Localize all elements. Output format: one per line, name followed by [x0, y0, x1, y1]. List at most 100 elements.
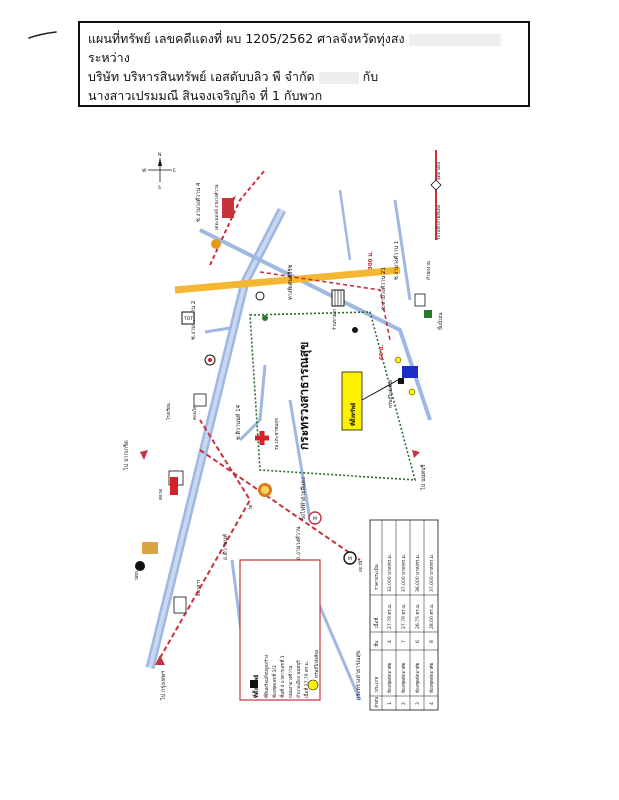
label-tot: TOT	[183, 316, 193, 322]
label-distance-2: 60 ม.	[378, 345, 385, 360]
table-cell: 7	[401, 640, 407, 643]
legend-box: ที่ตั้งทรัพย์ ที่ดินพร้อมสิ่งปลูกสร้าง ห…	[239, 559, 321, 701]
header-box: แผนที่ทรัพย์ เลขคดีแดงที่ ผบ 1205/2562 ศ…	[78, 21, 530, 107]
case-title: แผนที่ทรัพย์ เลขคดีแดงที่ ผบ 1205/2562 ศ…	[88, 31, 405, 46]
compass-n: N	[158, 152, 161, 158]
legend-line-d: อำเภอเมือง นนทบุรี	[295, 660, 302, 698]
label-to-bangkok: ไป กรุงเทพฯ	[160, 671, 167, 701]
label-to-pakkret: ไป ปากเกร็ด	[122, 440, 130, 471]
subject-highlight-label: ที่ตั้งทรัพย์	[348, 403, 357, 427]
tot-icon: TOT	[181, 311, 195, 325]
redaction	[318, 71, 359, 84]
legend-subject-swatch	[250, 680, 258, 688]
hospital-icon	[255, 431, 269, 445]
road-soi-4	[204, 326, 231, 334]
train-icon: M	[343, 551, 357, 565]
compass-e: E	[173, 168, 176, 174]
svg-text:M: M	[313, 516, 317, 522]
compass-w: W	[142, 168, 147, 174]
conjunction: กับ	[362, 69, 379, 84]
label-bank: ธนาคาร	[196, 579, 202, 596]
label-gas: ปั๊มน้ำมัน	[437, 313, 444, 330]
red-legend: รถไฟฟ้าสายสีแดง จุดอ้างอิง	[430, 150, 442, 240]
expressway	[174, 266, 401, 294]
table-cell: 26.75 ตร.ม.	[415, 604, 421, 629]
reference-point-icon	[430, 179, 442, 191]
label-ptt: ปตท.	[134, 570, 140, 580]
label-soi-1: ซ.งามวงศ์วาน 1	[393, 241, 400, 280]
tesco-icon	[170, 477, 178, 495]
table-cell: 27.79 ตร.ม.	[401, 604, 407, 629]
legend-subject: ที่ดินพร้อมสิ่งปลูกสร้าง	[263, 655, 270, 698]
table-cell: 32,000 บาท/ตร.ม.	[387, 554, 393, 592]
road-right	[338, 189, 352, 261]
road-soi-14	[238, 364, 267, 442]
ptt-icon: ปตท.	[134, 561, 145, 580]
temple-icon	[258, 483, 272, 497]
label-market: ตลาด	[159, 489, 164, 500]
table-cell: ห้องชุดพักอาศัย	[401, 662, 407, 693]
table-cell: 28.00 ตร.ม.	[429, 604, 435, 629]
table-cell: 4	[429, 702, 435, 705]
table-cell: 37,000 บาท/ตร.ม.	[429, 554, 435, 592]
compass-icon: N S E W	[142, 152, 176, 191]
subject-highlight: ที่ตั้งทรัพย์	[341, 371, 399, 431]
header-line-3: บริษัท บริหารสินทรัพย์ เอสดับบลิว พี จำก…	[88, 67, 378, 87]
school-icon	[414, 293, 426, 307]
red-legend-point: จุดอ้างอิง	[436, 162, 442, 180]
train-icon-2: M	[308, 511, 322, 525]
label-distance-1: 300 ม.	[367, 251, 374, 270]
road-soi-1	[393, 199, 412, 301]
ministry-title: กระทรวงสาธารณสุข	[297, 342, 312, 450]
arrow-icon	[140, 450, 148, 460]
table-cell: ห้องชุดพักอาศัย	[429, 662, 435, 693]
label-target-soi: ซ.งามวงศ์วาน 21	[380, 267, 387, 310]
label-mall: เดอะมอลล์ งามวงศ์วาน	[213, 184, 220, 230]
legend-nearby: ทรัพย์ใกล้เคียง	[313, 650, 320, 678]
bank-icon	[204, 354, 216, 366]
table-cell: 36,000 บาท/ตร.ม.	[415, 554, 421, 592]
road-lower-2	[288, 399, 312, 521]
legend-line-c: ถนนงามวงศ์วาน	[287, 666, 294, 698]
office-icon	[173, 596, 187, 614]
table-cell: ห้องชุดพักอาศัย	[387, 662, 393, 693]
table-cell: 27.79 ตร.ม.	[387, 604, 393, 629]
pin-icon	[255, 291, 265, 301]
legend-nearby-swatch	[307, 679, 319, 691]
subject-building	[394, 356, 418, 396]
shop-icon	[262, 315, 268, 321]
redaction	[408, 33, 501, 46]
table-cell: 2	[401, 702, 407, 705]
table-cell: 4	[387, 640, 393, 643]
red-route-4	[259, 271, 391, 341]
label-tiwanon: ถ.ติวานนท์	[222, 534, 229, 560]
legend-line-e: เนื้อที่ 27.79 ตร.ม.	[303, 661, 310, 698]
label-pharmacy: ร้านขายยา	[332, 308, 338, 330]
table-cell: 37,000 บาท/ตร.ม.	[401, 554, 407, 592]
table-cell: 1	[387, 702, 393, 705]
landmarks: รพ.ประชาชนสุข เดอะมอลล์ งามวงศ์วาน TOT ป…	[134, 184, 432, 614]
label-office: สำนักงาน	[425, 261, 432, 280]
comparables-table: ลำดับ ประเภท ชั้น เนื้อที่ ราคาประเมิน 1…	[369, 519, 439, 711]
table-header-4: ราคาประเมิน	[374, 564, 380, 590]
table-header-0: ลำดับ	[373, 697, 380, 708]
gas-icon	[424, 310, 432, 318]
label-soi-14: ซ.ติวานนท์ 14	[235, 404, 242, 440]
palace-icon	[142, 542, 158, 554]
label-subject: กระทรวงสาธารณสุข	[355, 650, 362, 700]
table-cell: ห้องชุดพักอาศัย	[415, 662, 421, 693]
label-ngamwongwan: ถ.งามวงศ์วาน	[295, 526, 302, 560]
header-line-4: นางสาวเปรมมณี สินจงเจริญกิจ ที่ 1 กับพวก	[88, 88, 323, 103]
pen-mark	[28, 31, 57, 39]
poi-labels: โรงเรียน ตลาด วัด สถานี คอนโด ร้านขายยา …	[159, 261, 444, 596]
arrow-icon	[412, 450, 420, 458]
table-cell: 3	[415, 702, 421, 705]
road-ngamwongwan	[199, 228, 432, 421]
header-line-1: แผนที่ทรัพย์ เลขคดีแดงที่ ผบ 1205/2562 ศ…	[88, 29, 501, 49]
legend-line-b: ชั้นที่ 4 อาคารเลขที่ 1	[279, 655, 286, 698]
ministry-boundary	[249, 311, 417, 481]
label-to-lake: ไป นนทบุรี	[420, 464, 427, 491]
header-line-2: ระหว่าง	[88, 50, 130, 65]
label-station: สถานี	[358, 561, 364, 572]
